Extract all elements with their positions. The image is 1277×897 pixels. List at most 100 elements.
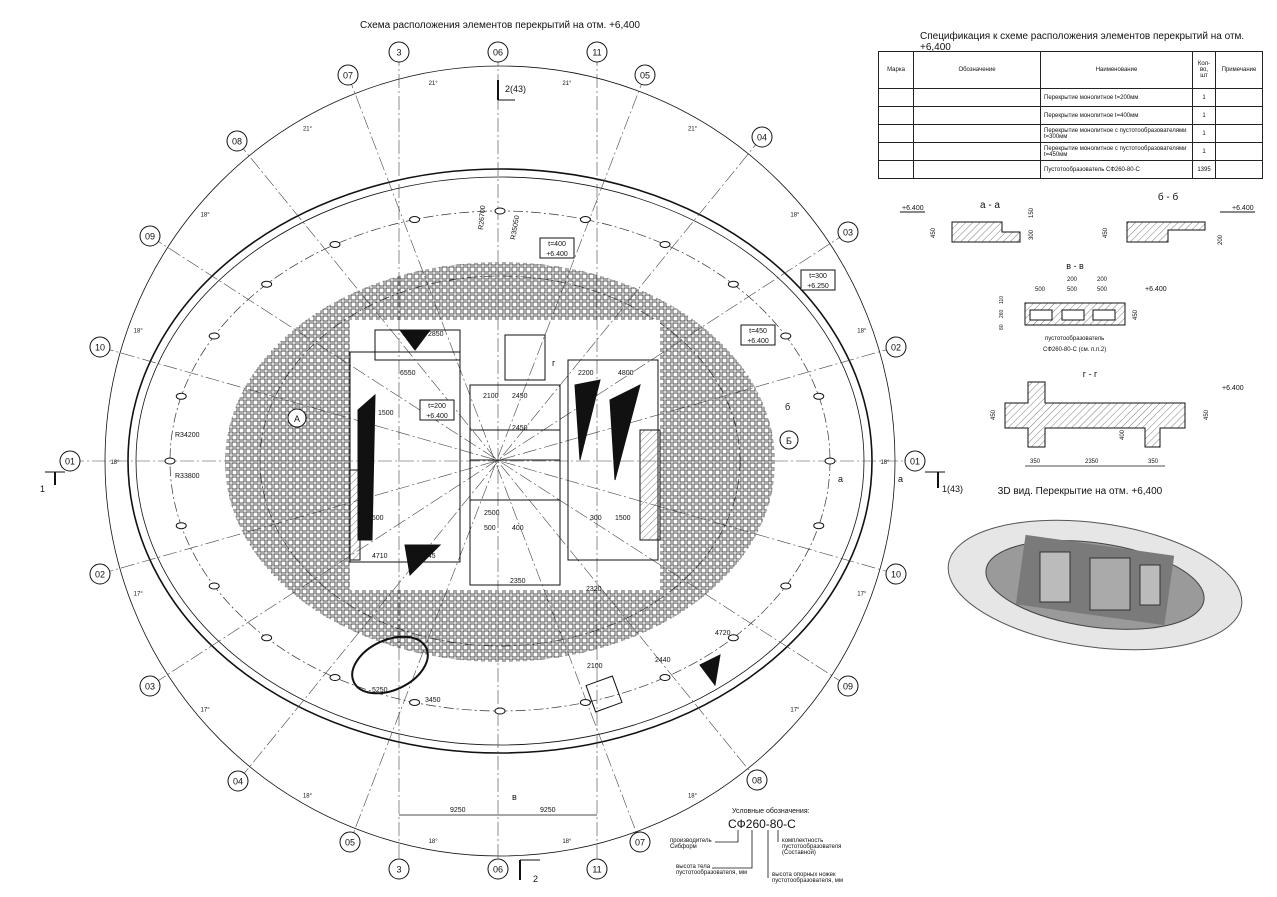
- node-mark-a: А: [294, 414, 300, 424]
- dimension-label: 80: [999, 324, 1005, 330]
- section-mark-label: 1(43): [942, 484, 963, 494]
- axis-label: 10: [95, 343, 105, 353]
- axis-bubble: [634, 64, 656, 86]
- dimension-label: 200: [1067, 277, 1078, 283]
- axis-label: 08: [752, 776, 762, 786]
- angle-label: 18°: [134, 328, 144, 334]
- table-row: Перекрытие монолитное с пустотообразоват…: [878, 124, 1263, 143]
- dimension-label: 260: [999, 309, 1005, 318]
- slab-elevation: +6.250: [807, 283, 829, 290]
- item-qty: 1: [1192, 106, 1216, 125]
- table-header-row: Марка Обозначение Наименование Кол-во, ш…: [878, 51, 1263, 89]
- spec-title: Спецификация к схеме расположения элемен…: [920, 31, 1245, 53]
- column-header: Примечание: [1215, 51, 1263, 89]
- section-title: г - г: [1083, 369, 1098, 379]
- dimension-label: 2450: [512, 425, 528, 432]
- axis-label: 11: [592, 865, 601, 875]
- node-mark-circle: [779, 430, 799, 450]
- section-mark-label: 2(43): [505, 84, 526, 94]
- angle-label: 17°: [790, 707, 800, 713]
- axis-label: 07: [343, 71, 353, 81]
- section-mark-2-bottom: 2: [519, 859, 540, 884]
- axis-bubble: [487, 858, 509, 880]
- section-g-g: г - г +6.400 450 400 450 350 2350 350: [991, 369, 1244, 467]
- dimension-label: 350: [1030, 459, 1041, 465]
- section-mark-b: б: [785, 402, 790, 412]
- 3d-view-title: 3D вид. Перекрытие на отм. +6,400: [998, 486, 1163, 497]
- axis-label: 01: [65, 457, 75, 467]
- dimension-label: 4800: [618, 370, 634, 377]
- void-former-grid: [225, 262, 775, 662]
- angle-label: 18°: [880, 460, 890, 466]
- angle-label: 18°: [857, 328, 867, 334]
- axis-bubble: [89, 336, 111, 358]
- axis-label: 11: [592, 48, 601, 58]
- axis-label: 04: [757, 133, 767, 143]
- axis-line: [149, 235, 849, 687]
- dimension-label: 350: [1148, 459, 1159, 465]
- axis-label: 07: [635, 838, 645, 848]
- slab-tag-2: t=300 +6.250: [800, 269, 836, 291]
- item-name: Перекрытие монолитное с пустотообразоват…: [1040, 142, 1193, 161]
- slab-elevation: +6.400: [546, 251, 568, 258]
- plan-title: Схема расположения элементов перекрытий …: [360, 20, 640, 31]
- column-marker: [727, 280, 739, 288]
- column-marker: [494, 207, 506, 215]
- axis-label: 06: [493, 48, 503, 58]
- dimension-label: 4145: [420, 553, 436, 560]
- dimension-label: 3450: [425, 697, 441, 704]
- item-name: Пустотообразователь СФ260-80-С: [1040, 160, 1193, 179]
- slab-thickness: t=200: [428, 403, 446, 410]
- axis-bubble: [885, 336, 907, 358]
- angle-label: 17°: [134, 592, 144, 598]
- angle-label: 21°: [303, 127, 313, 133]
- axis-label: 05: [345, 838, 355, 848]
- axis-bubble: [139, 675, 161, 697]
- angle-label: 17°: [857, 592, 867, 598]
- section-note: пустотообразователь: [1045, 336, 1104, 342]
- axis-bubble: [337, 64, 359, 86]
- dimension-label: 2350: [510, 578, 526, 585]
- dimension-label: 6550: [400, 370, 416, 377]
- dimension-label: 2500: [484, 510, 500, 517]
- axis-bubble: [586, 41, 608, 63]
- column-marker: [329, 240, 341, 248]
- axis-line: [349, 74, 646, 843]
- axis-label: 10: [891, 570, 901, 580]
- dimension-label: 400: [1120, 429, 1126, 440]
- column-marker: [329, 674, 341, 682]
- elevation-label: +6.400: [1222, 385, 1244, 392]
- angle-label: 21°: [429, 81, 439, 87]
- dimension-label: 150: [1029, 207, 1035, 218]
- section-mark-a: а: [898, 474, 903, 484]
- angle-label: 18°: [201, 213, 211, 219]
- section-mark-a: а: [838, 474, 843, 484]
- column-header: Кол-во, шт: [1192, 51, 1216, 89]
- radius-label: R35050: [510, 215, 521, 240]
- radius-label: R33800: [175, 473, 200, 480]
- column-marker: [409, 216, 421, 224]
- axis-label: 06: [493, 865, 503, 875]
- dimension-label: 450: [1204, 409, 1210, 420]
- section-a-a: а - а +6.400 450 150 300: [900, 200, 1035, 243]
- column-marker: [409, 698, 421, 706]
- section-mark-g: г: [552, 358, 556, 368]
- angle-label: 18°: [790, 213, 800, 219]
- axis-label: 09: [145, 232, 155, 242]
- node-mark-b: Б: [786, 436, 792, 446]
- spec-table: Марка Обозначение Наименование Кол-во, ш…: [878, 51, 1263, 179]
- dimension-label: 4720: [715, 630, 731, 637]
- axis-label: 02: [891, 343, 901, 353]
- section-v-v: в - в 200 200 500 500 500 +6.400 110 260…: [999, 261, 1167, 353]
- dimension-label: 500: [484, 525, 496, 532]
- dimension-label: 2450: [512, 393, 528, 400]
- radius-label: R34200: [175, 432, 200, 439]
- item-name: Перекрытие монолитное t=400мм: [1040, 106, 1193, 125]
- legend-leaders: [712, 830, 779, 878]
- axis-label: 03: [145, 682, 155, 692]
- axis-bubble: [139, 225, 161, 247]
- column-header: Обозначение: [913, 51, 1041, 89]
- dimension-label: 200: [1097, 277, 1108, 283]
- dimension-label: 2320: [586, 586, 602, 593]
- dimension-label: 2100: [483, 393, 499, 400]
